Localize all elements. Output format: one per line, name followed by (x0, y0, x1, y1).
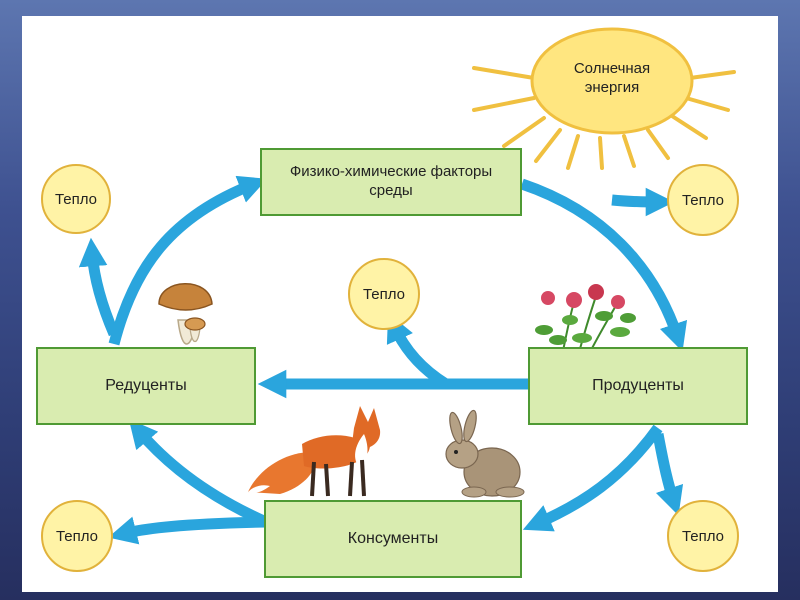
sun-label: Солнечная энергия (573, 60, 651, 96)
heat-circle-lower-left: Тепло (41, 500, 113, 572)
arrow-heat-upper-right (611, 187, 675, 217)
heat-circle-upper-right: Тепло (667, 164, 739, 236)
hare-icon (445, 409, 525, 498)
diagram-frame: Солнечная энергия Физико-химические факт… (22, 16, 778, 592)
heat-circle-center: Тепло (348, 258, 420, 330)
arrow-factors-to-producers (520, 178, 688, 352)
clover-icon (535, 284, 636, 357)
producers-box: Продуценты (528, 347, 748, 425)
mushroom-icon (158, 283, 213, 345)
arrow-heat-lower-right (652, 432, 684, 516)
diagram-canvas (78, 27, 736, 545)
arrow-producers-to-consumers (522, 424, 663, 532)
arrow-heat-lower-left (108, 516, 267, 545)
cycle-arrows (78, 175, 688, 545)
fox-icon (248, 406, 381, 497)
consumers-box: Консументы (264, 500, 522, 578)
arrow-heat-upper-left (78, 237, 120, 337)
heat-circle-lower-right: Тепло (667, 500, 739, 572)
arrow-consumers-to-reducers (128, 419, 269, 528)
sun-rays (472, 66, 736, 170)
physical-factors-box: Физико-химические факторы среды (260, 148, 522, 216)
reducers-box: Редуценты (36, 347, 256, 425)
arrow-heat-center (386, 312, 449, 389)
arrow-reducers-to-factors (108, 175, 268, 346)
sun-disc (530, 27, 694, 135)
heat-circle-upper-left: Тепло (41, 164, 111, 234)
